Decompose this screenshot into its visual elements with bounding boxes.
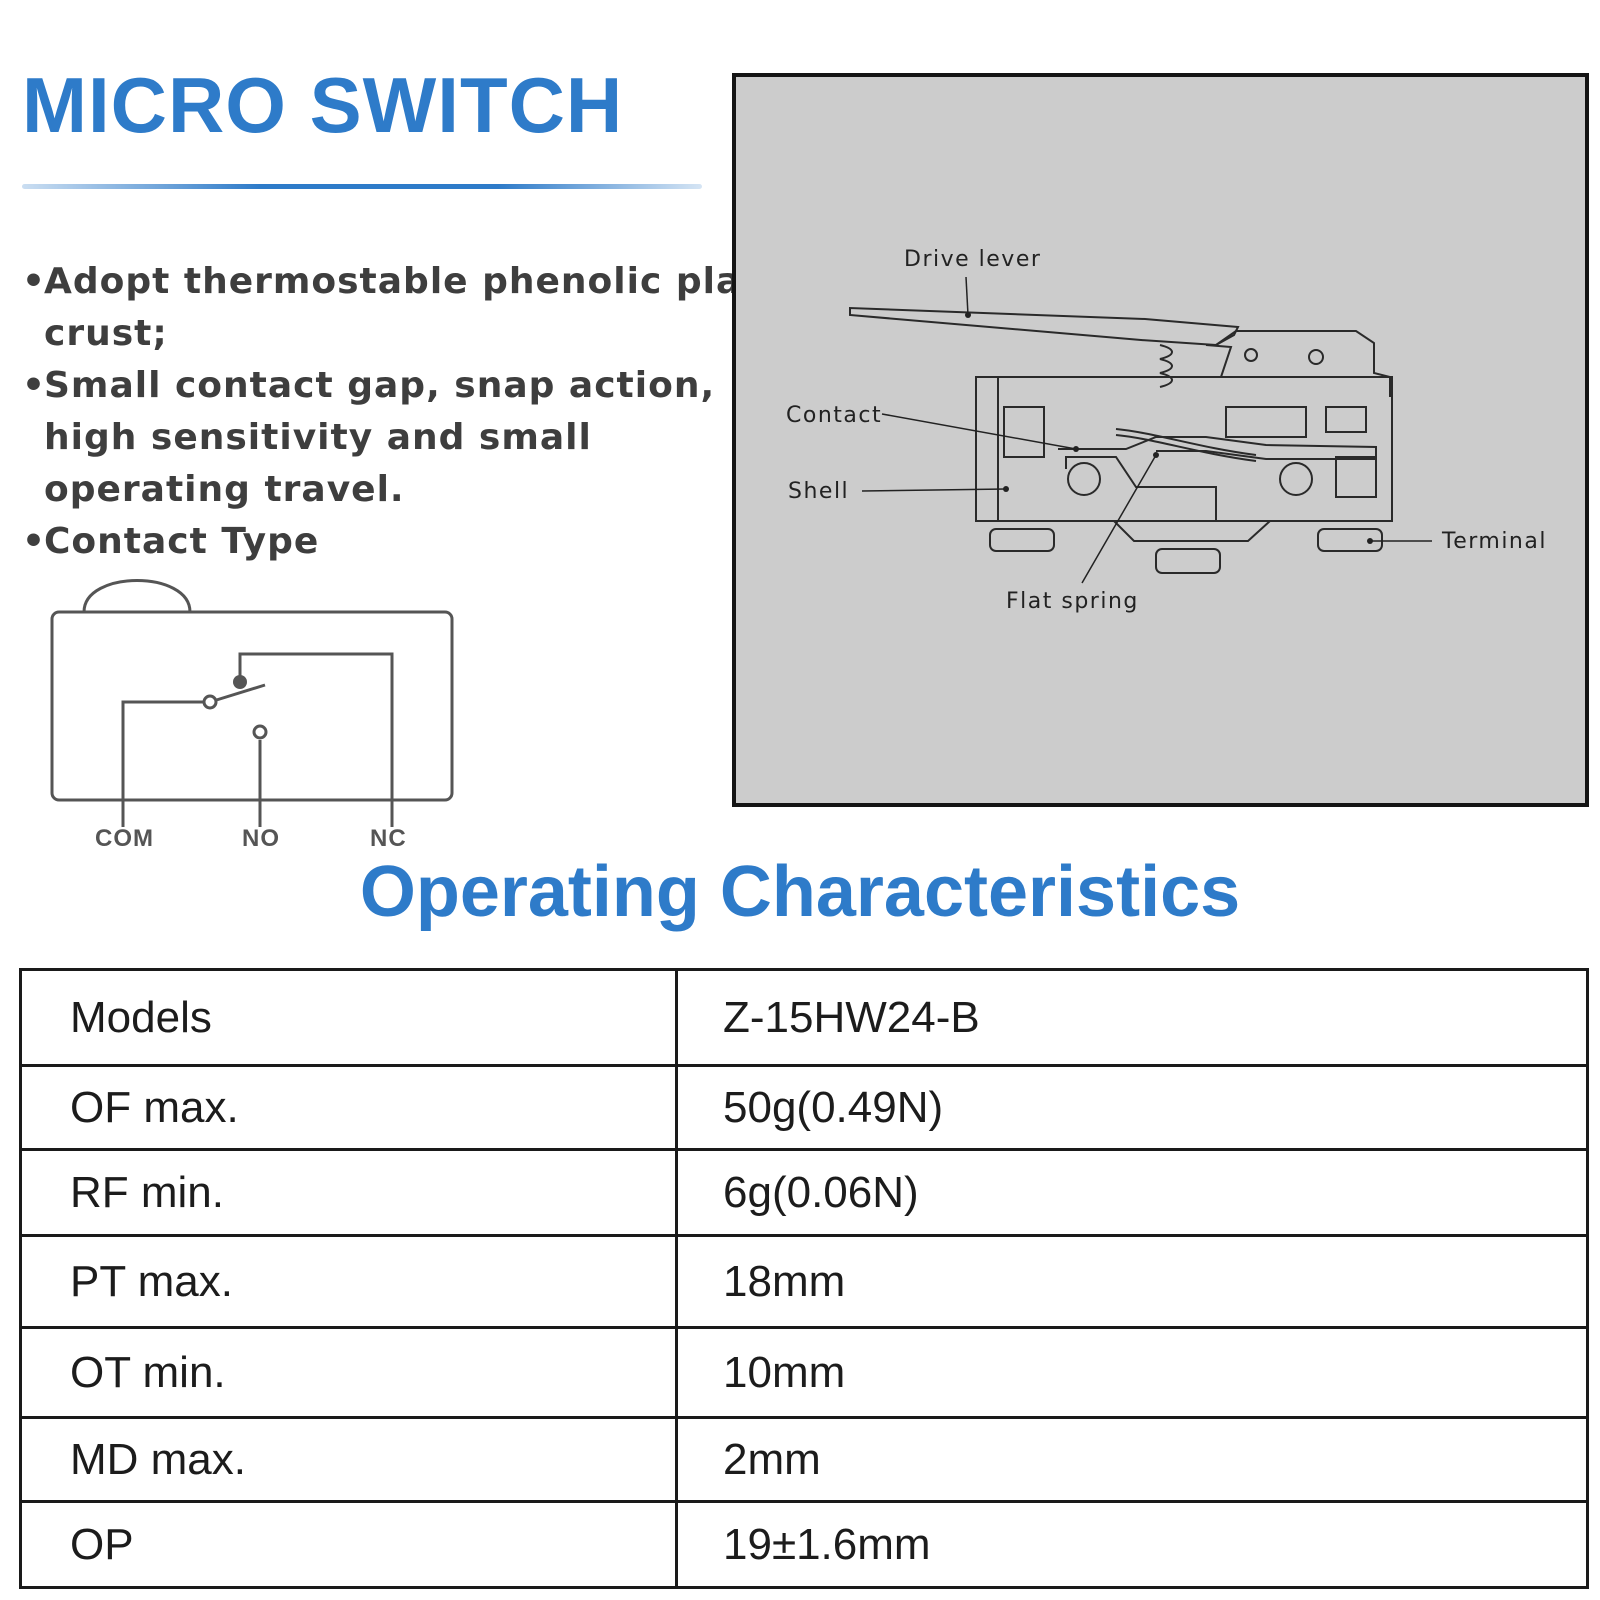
lever-hinge <box>1205 344 1233 378</box>
param-cell: RF min. <box>19 1148 678 1237</box>
feature-1-line-2: crust; <box>44 313 168 354</box>
feature-3-line-1: •Contact Type <box>22 516 722 568</box>
param-cell: OF max. <box>19 1064 678 1151</box>
left-block <box>1003 406 1045 458</box>
value-cell: 18mm <box>675 1234 1589 1329</box>
no-contact <box>252 724 268 740</box>
switch-blade <box>209 683 266 704</box>
value-cell: Z-15HW24-B <box>675 968 1589 1067</box>
cap-screw-1 <box>1244 348 1258 362</box>
section-title: Operating Characteristics <box>359 852 1241 932</box>
table-row: RF min. 6g(0.06N) <box>19 1148 1589 1237</box>
table-row: Models Z-15HW24-B <box>19 968 1589 1067</box>
flat-spring-curve-2 <box>1115 434 1257 462</box>
bullet-icon: • <box>22 365 47 406</box>
nc-lead <box>238 652 394 827</box>
leader-drive-lever <box>965 276 969 316</box>
mount-hole-left <box>1067 462 1101 496</box>
label-flat-spring: Flat spring <box>1006 589 1139 614</box>
label-terminal: Terminal <box>1442 529 1547 554</box>
feature-1-line-1: •Adopt thermostable phenolic plastic <box>22 256 817 308</box>
actuator-bump <box>82 579 192 613</box>
terminal-left <box>989 528 1055 552</box>
contact-rail <box>1058 436 1377 460</box>
leader-flat-spring <box>1081 454 1157 584</box>
table-row: OT min. 10mm <box>19 1326 1589 1419</box>
feature-list: •Adopt thermostable phenolic plastic cru… <box>22 256 817 568</box>
param-cell: OP <box>19 1500 678 1589</box>
pin-label-com: COM <box>95 825 154 852</box>
feature-2-line-1: •Small contact gap, snap action, <box>22 360 722 412</box>
flat-spring-curve <box>1115 428 1257 456</box>
nc-contact <box>233 675 247 689</box>
value-cell: 2mm <box>675 1416 1589 1503</box>
contact-schematic-svg <box>50 579 454 827</box>
param-cell: OT min. <box>19 1326 678 1419</box>
label-contact: Contact <box>786 403 883 428</box>
table-row: OF max. 50g(0.49N) <box>19 1064 1589 1151</box>
param-cell: Models <box>19 968 678 1067</box>
feature-2-line-3: operating travel. <box>44 469 405 510</box>
table-row: OP 19±1.6mm <box>19 1500 1589 1589</box>
right-lower-block <box>1335 456 1377 498</box>
table-row: PT max. 18mm <box>19 1234 1589 1329</box>
leader-contact <box>881 413 1077 450</box>
feature-2-line-2: high sensitivity and small <box>44 417 592 458</box>
operating-characteristics-table: Models Z-15HW24-B OF max. 50g(0.49N) RF … <box>19 968 1589 1589</box>
leader-shell <box>861 488 1007 492</box>
value-cell: 6g(0.06N) <box>675 1148 1589 1237</box>
terminal-right <box>1317 528 1383 552</box>
com-contact <box>202 694 218 710</box>
label-drive-lever: Drive lever <box>904 247 1042 272</box>
switch-body-outline <box>50 610 454 802</box>
contact-type-diagram: COM NO NC <box>40 560 480 852</box>
cross-section-figure: Drive lever Contact Shell Terminal Flat … <box>732 73 1589 807</box>
actuator-block <box>1225 406 1307 438</box>
value-cell: 10mm <box>675 1326 1589 1419</box>
title-underline <box>22 184 702 189</box>
drive-lever-shape <box>849 306 1240 347</box>
top-cap <box>1215 330 1391 397</box>
switch-cross-section-svg <box>849 276 1432 584</box>
param-cell: PT max. <box>19 1234 678 1329</box>
bullet-icon: • <box>22 521 47 562</box>
right-block <box>1325 406 1367 433</box>
table-row: MD max. 2mm <box>19 1416 1589 1503</box>
housing-outline <box>975 376 1393 522</box>
page-title: MICRO SWITCH <box>22 61 624 149</box>
label-shell: Shell <box>788 479 850 504</box>
pin-label-nc: NC <box>370 825 407 852</box>
base-step <box>1113 520 1271 542</box>
param-cell: MD max. <box>19 1416 678 1503</box>
value-cell: 19±1.6mm <box>675 1500 1589 1589</box>
value-cell: 50g(0.49N) <box>675 1064 1589 1151</box>
lever-spring <box>1159 344 1173 388</box>
mount-hole-right <box>1279 462 1313 496</box>
com-lead <box>121 700 210 827</box>
pin-label-no: NO <box>242 825 280 852</box>
inner-frame <box>1065 456 1217 521</box>
terminal-center <box>1155 548 1221 574</box>
cap-screw-2 <box>1308 349 1324 365</box>
bullet-icon: • <box>22 261 47 302</box>
